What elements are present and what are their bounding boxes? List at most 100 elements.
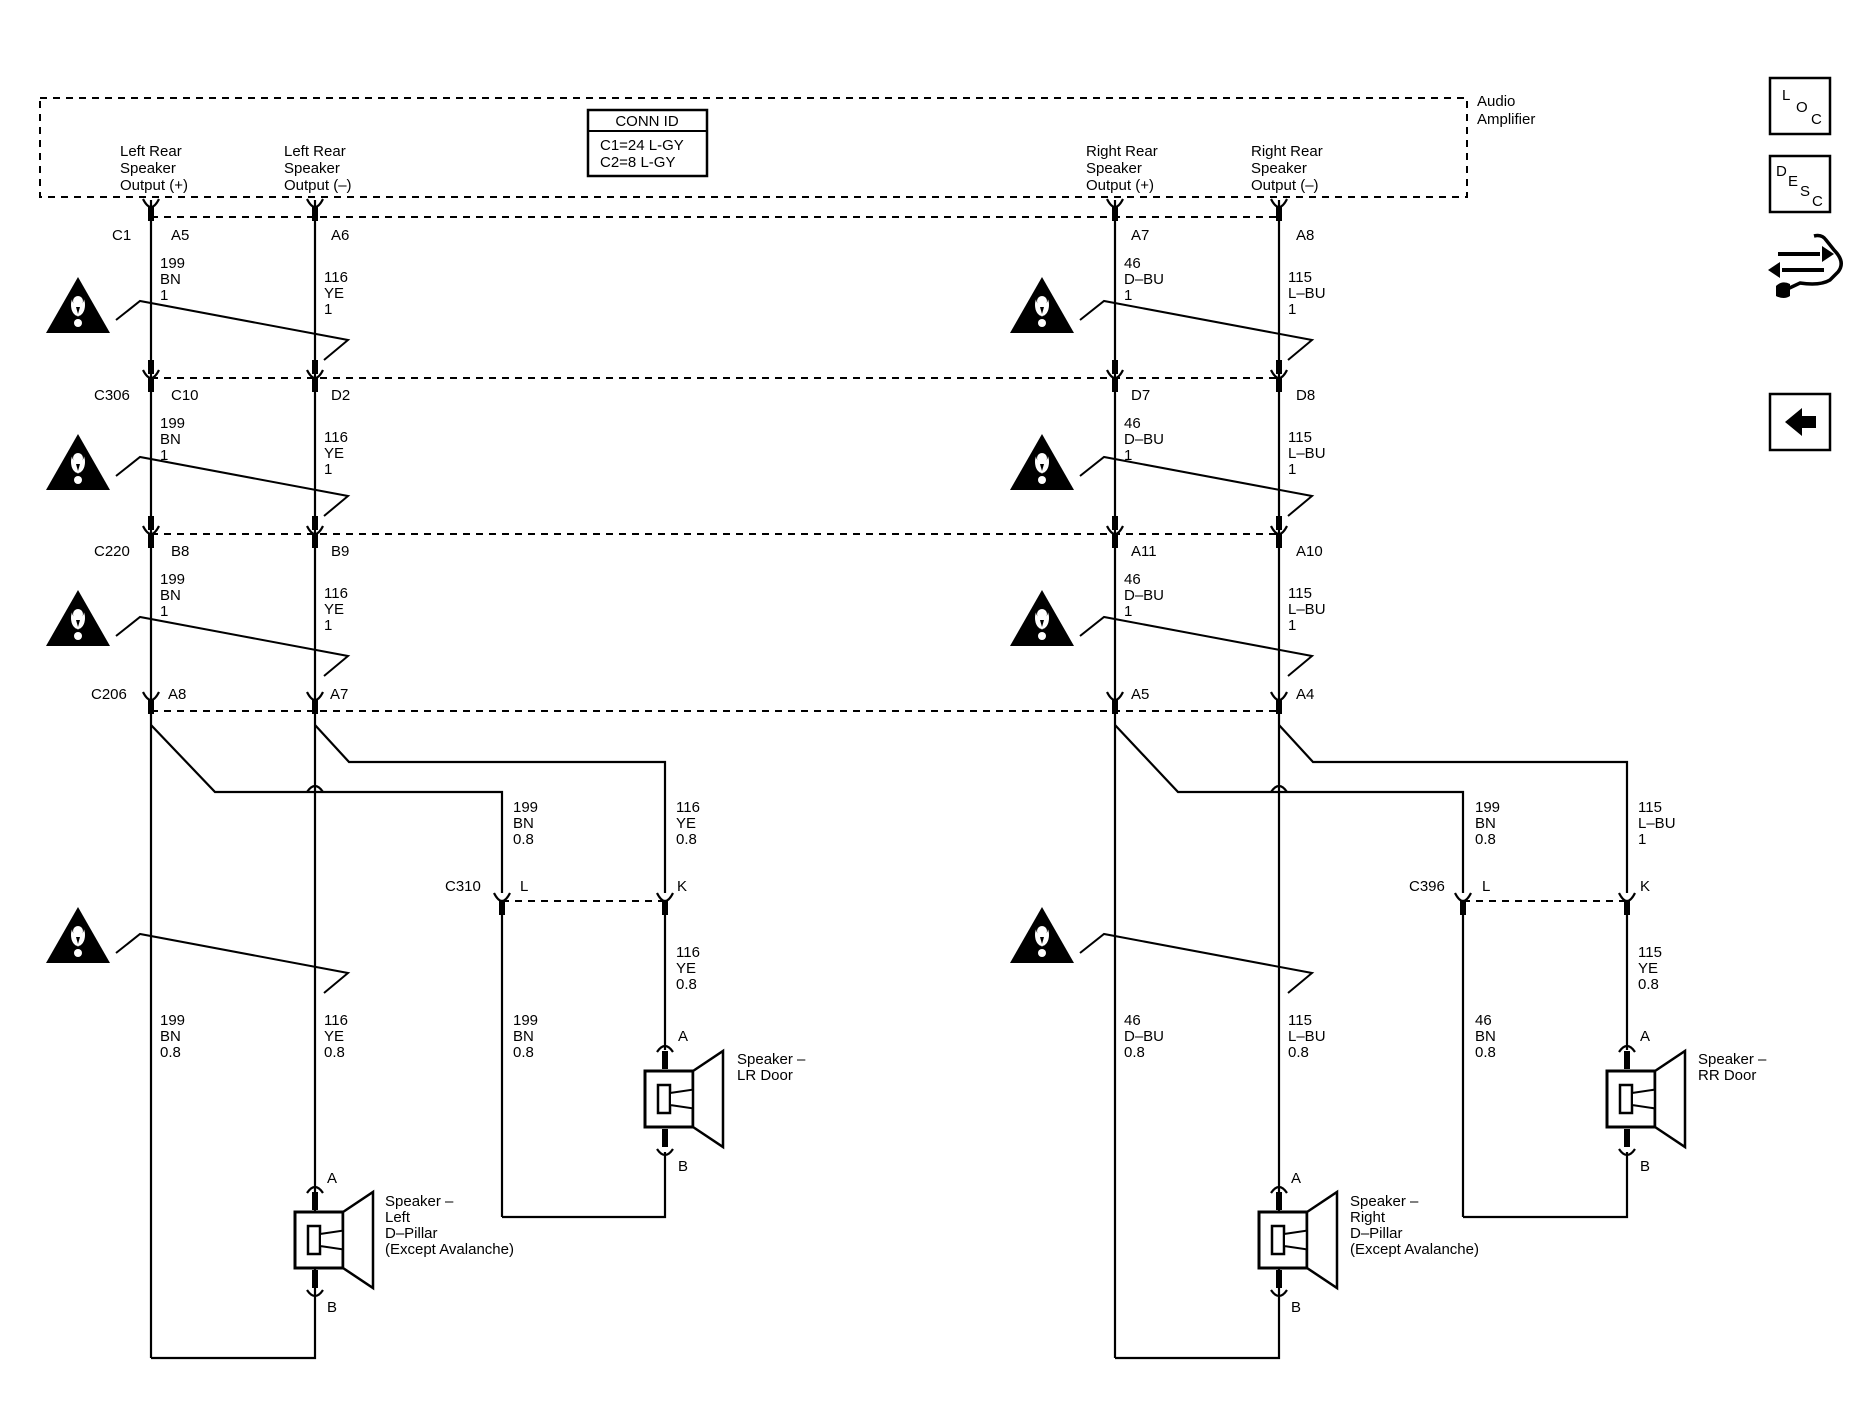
connector-row-c220: C220 B8 B9 A11 A10 xyxy=(94,516,1323,560)
caution-icon xyxy=(1010,907,1074,963)
svg-text:D–BU: D–BU xyxy=(1124,431,1164,448)
svg-text:Output (+): Output (+) xyxy=(120,177,188,194)
svg-text:D7: D7 xyxy=(1131,387,1150,404)
svg-text:Output (–): Output (–) xyxy=(284,177,352,194)
svg-text:E: E xyxy=(1788,173,1798,190)
svg-text:0.8: 0.8 xyxy=(1124,1044,1145,1061)
svg-text:D8: D8 xyxy=(1296,387,1315,404)
caution-icon xyxy=(1010,277,1074,333)
svg-text:YE: YE xyxy=(324,601,344,618)
connector-name-c206: C206 xyxy=(91,686,127,703)
svg-text:A: A xyxy=(1291,1170,1301,1187)
svg-text:1: 1 xyxy=(1124,603,1132,620)
loc-button[interactable]: L O C xyxy=(1768,76,1832,136)
svg-text:RR Door: RR Door xyxy=(1698,1067,1756,1084)
svg-text:Output (–): Output (–) xyxy=(1251,177,1319,194)
svg-text:BN: BN xyxy=(1475,815,1496,832)
connector-wrench-icon[interactable] xyxy=(1768,233,1843,299)
svg-text:D2: D2 xyxy=(331,387,350,404)
svg-text:116: 116 xyxy=(324,585,348,602)
svg-text:L: L xyxy=(1782,87,1790,104)
svg-text:46: 46 xyxy=(1124,255,1141,272)
output-label-lr-pos: Left Rear Speaker Output (+) xyxy=(120,143,188,194)
svg-text:0.8: 0.8 xyxy=(1475,1044,1496,1061)
audio-amplifier-module: Audio Amplifier xyxy=(39,93,1535,198)
svg-text:A5: A5 xyxy=(1131,686,1149,703)
svg-text:YE: YE xyxy=(676,815,696,832)
svg-text:A: A xyxy=(327,1170,337,1187)
svg-text:BN: BN xyxy=(160,431,181,448)
svg-text:Speaker: Speaker xyxy=(284,160,340,177)
svg-text:Output (+): Output (+) xyxy=(1086,177,1154,194)
svg-text:K: K xyxy=(677,878,687,895)
svg-text:L: L xyxy=(1482,878,1490,895)
conn-id-line2: C2=8 L-GY xyxy=(600,154,675,171)
svg-text:BN: BN xyxy=(160,587,181,604)
output-label-lr-neg: Left Rear Speaker Output (–) xyxy=(284,143,352,194)
svg-text:L–BU: L–BU xyxy=(1288,285,1326,302)
svg-text:L–BU: L–BU xyxy=(1288,445,1326,462)
speaker-right-d-pillar: A B Speaker – Right D–Pillar (Except Ava… xyxy=(1257,1170,1479,1316)
svg-text:116: 116 xyxy=(676,944,700,961)
svg-text:199: 199 xyxy=(1475,799,1500,816)
svg-text:1: 1 xyxy=(324,461,332,478)
svg-text:46: 46 xyxy=(1475,1012,1492,1029)
back-button[interactable] xyxy=(1768,392,1832,452)
svg-text:Speaker: Speaker xyxy=(1086,160,1142,177)
caution-icon xyxy=(46,434,110,490)
connector-name-c396: C396 xyxy=(1409,878,1445,895)
svg-text:46: 46 xyxy=(1124,415,1141,432)
svg-text:BN: BN xyxy=(513,815,534,832)
svg-text:BN: BN xyxy=(160,1028,181,1045)
caution-icon xyxy=(46,907,110,963)
svg-text:A4: A4 xyxy=(1296,686,1314,703)
svg-text:46: 46 xyxy=(1124,571,1141,588)
svg-text:C10: C10 xyxy=(171,387,199,404)
svg-text:Right: Right xyxy=(1350,1209,1386,1226)
svg-text:1: 1 xyxy=(160,287,168,304)
svg-text:A6: A6 xyxy=(331,227,349,244)
svg-text:199: 199 xyxy=(160,571,185,588)
speaker-left-d-pillar: A B Speaker – Left D–Pillar (Except Aval… xyxy=(293,1170,514,1316)
svg-text:K: K xyxy=(1640,878,1650,895)
twisted-pair-marks xyxy=(115,299,1315,994)
svg-text:A: A xyxy=(1640,1028,1650,1045)
svg-text:116: 116 xyxy=(324,429,348,446)
desc-button[interactable]: D E S C xyxy=(1768,154,1832,214)
svg-text:116: 116 xyxy=(324,1012,348,1029)
svg-text:D–BU: D–BU xyxy=(1124,1028,1164,1045)
svg-text:LR Door: LR Door xyxy=(737,1067,793,1084)
svg-text:B: B xyxy=(327,1299,337,1316)
svg-text:B: B xyxy=(1640,1158,1650,1175)
svg-text:D–BU: D–BU xyxy=(1124,271,1164,288)
svg-text:0.8: 0.8 xyxy=(1288,1044,1309,1061)
svg-text:L–BU: L–BU xyxy=(1288,1028,1326,1045)
svg-text:A: A xyxy=(678,1028,688,1045)
conn-id-box: CONN ID C1=24 L-GY C2=8 L-GY xyxy=(586,108,709,178)
svg-text:46: 46 xyxy=(1124,1012,1141,1029)
svg-text:0.8: 0.8 xyxy=(1475,831,1496,848)
svg-text:1: 1 xyxy=(1288,461,1296,478)
wire-label: 46D–BU1 xyxy=(1124,415,1164,464)
svg-text:115: 115 xyxy=(1638,944,1662,961)
svg-text:0.8: 0.8 xyxy=(160,1044,181,1061)
svg-text:0.8: 0.8 xyxy=(513,1044,534,1061)
connector-name-c220: C220 xyxy=(94,543,130,560)
connector-row-c306: C306 C10 D2 D7 D8 xyxy=(94,360,1315,404)
svg-text:116: 116 xyxy=(324,269,348,286)
svg-text:B8: B8 xyxy=(171,543,189,560)
svg-text:(Except Avalanche): (Except Avalanche) xyxy=(1350,1241,1479,1258)
svg-text:S: S xyxy=(1800,183,1810,200)
svg-text:116: 116 xyxy=(676,799,700,816)
